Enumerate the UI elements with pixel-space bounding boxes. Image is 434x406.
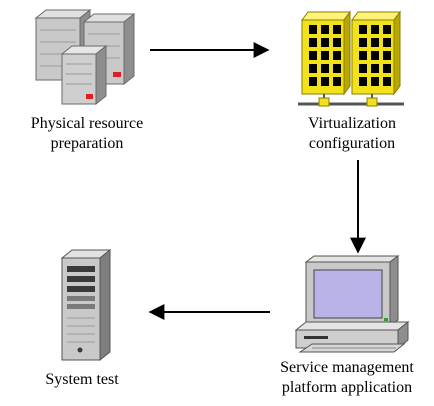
label-line: preparation [50, 135, 124, 152]
label-line: platform application [281, 379, 413, 396]
building-window [359, 38, 367, 47]
label-line: System test [45, 371, 119, 388]
building-window [383, 51, 391, 60]
building-window [333, 77, 341, 86]
building-window [333, 51, 341, 60]
building-window [383, 38, 391, 47]
desktop-computer-icon [294, 255, 410, 353]
building-window [359, 25, 367, 34]
building-window [321, 51, 329, 60]
label-system-test: System test [12, 370, 152, 390]
label-line: Physical resource [30, 115, 144, 132]
building-window [333, 25, 341, 34]
building-window [371, 25, 379, 34]
building-window [383, 25, 391, 34]
server-cluster-icon [34, 8, 136, 106]
building-window [333, 64, 341, 73]
tower-server-icon [60, 248, 112, 362]
building-window [383, 77, 391, 86]
building-window [309, 51, 317, 60]
building-window [309, 25, 317, 34]
label-line: Virtualization [308, 115, 396, 132]
building-window [371, 77, 379, 86]
label-line: Service management [280, 359, 414, 376]
building-window [321, 77, 329, 86]
building-window [371, 51, 379, 60]
label-virtualization-configuration: Virtualization configuration [272, 114, 432, 154]
building-window [321, 64, 329, 73]
label-service-management-platform-application: Service management platform application [260, 358, 434, 398]
building-window [383, 64, 391, 73]
label-physical-resource-preparation: Physical resource preparation [2, 114, 172, 154]
building-window [359, 77, 367, 86]
building-window [321, 38, 329, 47]
building-window [309, 77, 317, 86]
building-window [359, 64, 367, 73]
building-window [309, 64, 317, 73]
building-window [333, 38, 341, 47]
buildings-network-icon [298, 10, 404, 107]
label-line: configuration [308, 135, 396, 152]
building-window [309, 38, 317, 47]
building-window [371, 64, 379, 73]
building-window [371, 38, 379, 47]
building-window [321, 25, 329, 34]
building-window [359, 51, 367, 60]
